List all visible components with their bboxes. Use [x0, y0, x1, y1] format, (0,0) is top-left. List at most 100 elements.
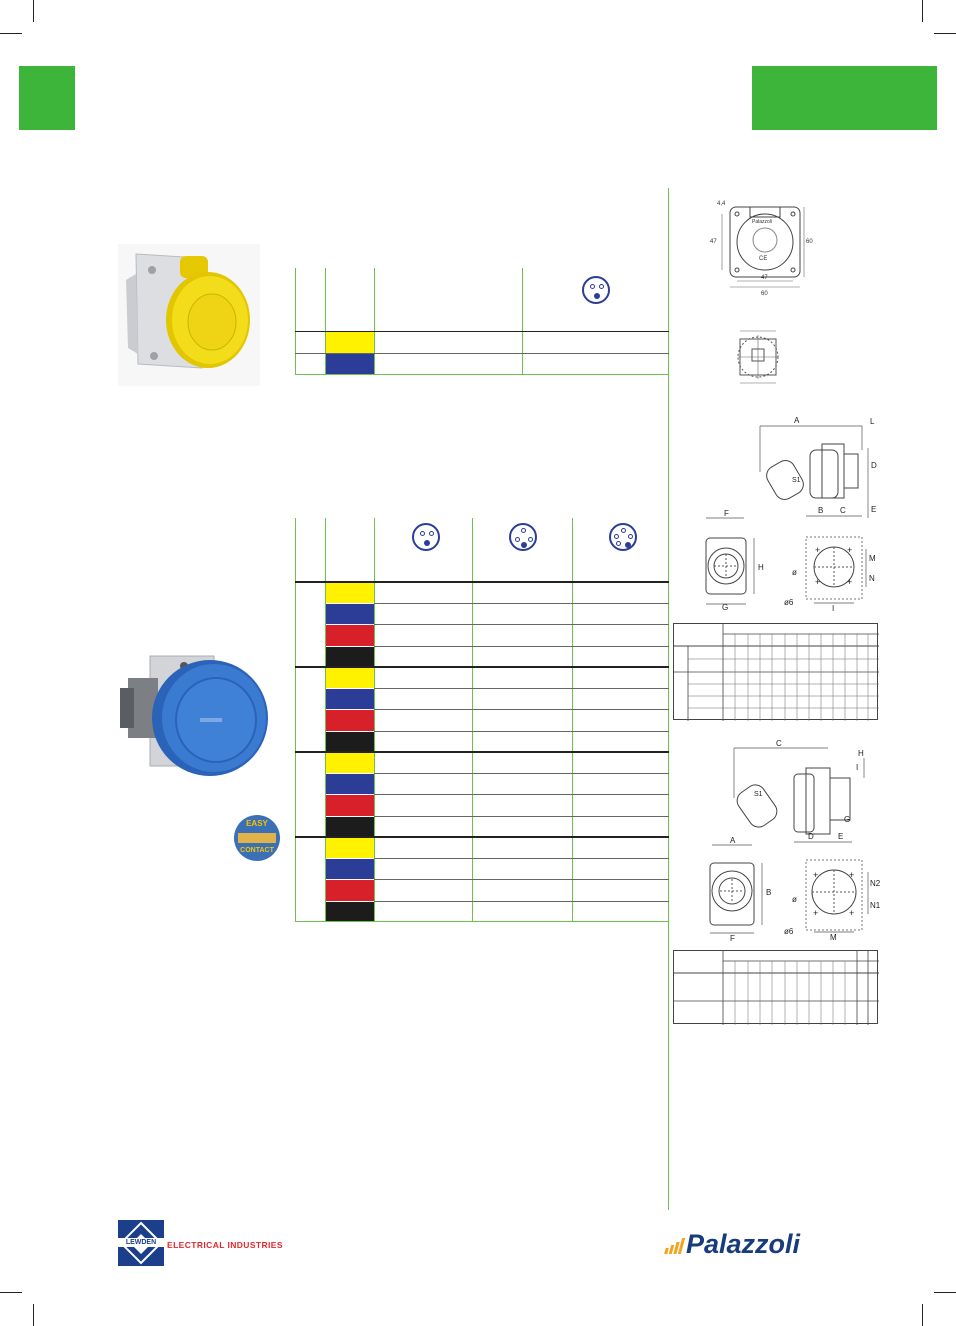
table-bottom-rule [295, 921, 669, 922]
color-swatch-blue [326, 604, 374, 624]
pin-config-3p-n-e-icon [609, 523, 637, 551]
svg-text:+: + [847, 545, 852, 555]
pin-config-2p-e-icon [412, 523, 440, 551]
svg-text:+: + [849, 870, 854, 880]
table-vline [374, 268, 375, 375]
color-swatch-black [326, 817, 374, 836]
color-swatch-red [326, 625, 374, 646]
lewden-logo-text: LEWDEN [118, 1238, 164, 1247]
column-divider [668, 188, 669, 1210]
row-rule [374, 816, 669, 817]
dim-label: E [838, 832, 843, 841]
crop-mark [33, 0, 34, 22]
row-rule [374, 858, 669, 859]
palazzoli-accent-icon [664, 1238, 687, 1254]
svg-text:+: + [813, 908, 818, 918]
table-vline [374, 518, 375, 922]
badge-stripe [238, 833, 276, 843]
dim-label: N1 [870, 901, 880, 910]
lewden-logo: LEWDEN [118, 1220, 164, 1266]
dim-label: I [832, 604, 834, 613]
dim-label: A [730, 836, 736, 845]
table-row-rule [295, 353, 669, 354]
dim-label: L [870, 417, 875, 426]
header-tab-right [752, 66, 937, 130]
crop-mark [922, 1304, 923, 1326]
dim-label: B [818, 506, 823, 515]
dimension-drawing-front-2: F H G [705, 509, 764, 612]
yellow-socket-photo [118, 244, 260, 386]
drawing-brand: Palazzoli [752, 219, 772, 225]
group-rule [295, 751, 669, 753]
dim-label: ø6 [784, 598, 794, 607]
blue-socket-photo [120, 655, 268, 776]
row-rule [374, 731, 669, 732]
crop-mark [0, 1292, 22, 1293]
dimension-drawing-cutout-3: + + + + ø ø6 M N2 N1 [784, 859, 880, 942]
product-table-2 [295, 518, 669, 923]
dim-label: M [830, 933, 837, 942]
dim-label: B [766, 888, 771, 897]
dim-label: S1 [792, 477, 801, 484]
dim-label: 4,4 [717, 201, 726, 207]
row-rule [374, 901, 669, 902]
color-swatch-blue [326, 774, 374, 794]
color-swatch-blue [326, 689, 374, 709]
product-table-1 [295, 268, 669, 376]
table-vline [522, 268, 523, 375]
table-vline [295, 268, 296, 375]
row-rule [374, 794, 669, 795]
dim-label: 60 [761, 291, 768, 297]
badge-top-text: EASY [246, 819, 268, 828]
row-rule [374, 603, 669, 604]
color-swatch-yellow [326, 753, 374, 773]
dim-label: ø6 [784, 927, 794, 936]
group-rule [295, 666, 669, 668]
header-tab-left [19, 66, 75, 130]
color-swatch-black [326, 647, 374, 666]
dimension-table-2 [673, 950, 879, 1025]
table-vline [325, 518, 326, 922]
dim-label: C [840, 506, 846, 515]
crop-mark [0, 33, 22, 34]
dim-label: G [844, 815, 850, 824]
pin-config-2p-e-icon [582, 276, 610, 304]
dimension-drawing-side-2: A L D E B C S1 [759, 416, 877, 518]
color-swatch-black [326, 732, 374, 751]
group-rule [295, 836, 669, 838]
dim-label: N2 [870, 879, 880, 888]
badge-bottom-text: CONTACT [240, 847, 274, 854]
color-swatch-red [326, 880, 374, 901]
table-header-rule [295, 331, 669, 332]
crop-mark [934, 33, 956, 34]
color-swatch-blue [326, 859, 374, 879]
row-rule [374, 709, 669, 710]
dimension-drawing-front: 4,4 47 60 47 60 Palazzoli CE [710, 201, 813, 297]
palazzoli-logo-text: Palazzoli [686, 1229, 801, 1259]
row-rule [374, 773, 669, 774]
dimension-drawing-front-3: A B F [709, 836, 771, 941]
color-swatch-yellow [326, 838, 374, 858]
color-swatch-blue [326, 354, 374, 374]
dim-label: I [856, 763, 858, 772]
dim-label: M [869, 554, 876, 563]
color-swatch-yellow [326, 583, 374, 603]
svg-text:+: + [813, 870, 818, 880]
dim-label: A [794, 416, 800, 425]
dim-label: ø [792, 568, 797, 577]
dim-label: N [869, 574, 875, 583]
dim-label: G [722, 603, 728, 612]
color-swatch-black [326, 902, 374, 921]
group-rule [295, 581, 669, 583]
row-rule [374, 624, 669, 625]
dim-label: F [730, 934, 735, 941]
color-swatch-yellow [326, 668, 374, 688]
ce-mark: CE [759, 256, 767, 262]
dim-label: S1 [754, 791, 763, 798]
crop-mark [922, 0, 923, 22]
color-swatch-red [326, 710, 374, 731]
dim-label: D [871, 461, 877, 470]
color-swatch-red [326, 795, 374, 816]
dimension-drawing-cutout [737, 330, 779, 384]
row-rule [374, 879, 669, 880]
